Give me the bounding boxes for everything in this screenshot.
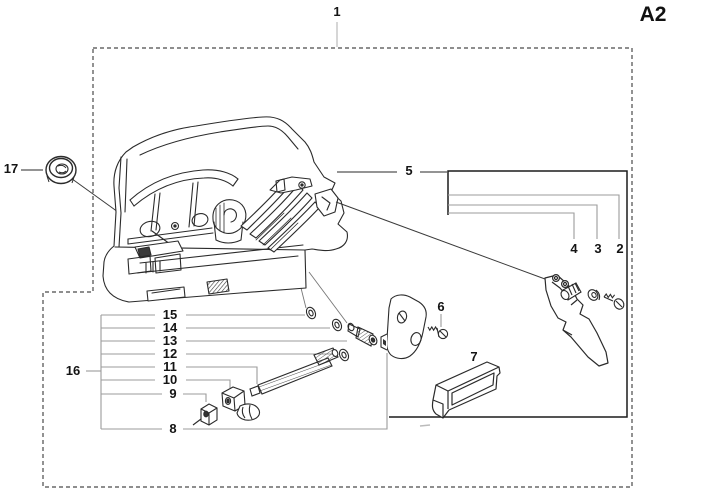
band-pointer-line (335, 201, 546, 280)
callout-15: 15 (162, 307, 178, 322)
callout-10: 10 (162, 372, 178, 387)
dashed-boundary (42, 47, 633, 488)
stray-mark (419, 424, 431, 427)
callout-3: 3 (594, 241, 602, 256)
callout-2: 2 (616, 241, 624, 256)
knurled-piston-4-drawing (560, 282, 582, 301)
callout-14: 14 (162, 320, 178, 335)
screw-2-drawing (603, 293, 625, 310)
callout-16: 16 (65, 363, 81, 378)
tension-screw-11-drawing (249, 347, 339, 397)
callout-4: 4 (570, 241, 578, 256)
screw-6-drawing (427, 325, 449, 340)
callout-11: 11 (163, 359, 177, 374)
callout-13: 13 (162, 333, 178, 348)
callout-9: 9 (169, 386, 177, 401)
group-box (389, 170, 628, 418)
adjuster-block-10-drawing (221, 386, 261, 421)
callout-17: 17 (3, 161, 19, 176)
washer-15-drawing (305, 306, 317, 320)
pin-13-drawing (347, 322, 378, 347)
channel-7-drawing (431, 361, 501, 419)
sheet-code-label: A2 (639, 3, 667, 26)
callout-5: 5 (405, 163, 413, 178)
callout-8: 8 (169, 421, 177, 436)
bar-nut-drawing (45, 155, 77, 185)
bushing-3-drawing (587, 289, 601, 301)
callout-1: 1 (333, 4, 341, 19)
callout-12: 12 (162, 346, 178, 361)
washer-12-drawing (338, 348, 350, 362)
washer-14-drawing (331, 318, 343, 332)
nut-9-drawing (192, 403, 218, 426)
callout-7: 7 (470, 349, 478, 364)
leader-lines (86, 22, 620, 430)
tensioner-housing-8-drawing (380, 294, 427, 360)
clutch-cover-drawing (102, 116, 348, 303)
callout-6: 6 (437, 299, 445, 314)
label-dashes (21, 169, 448, 173)
